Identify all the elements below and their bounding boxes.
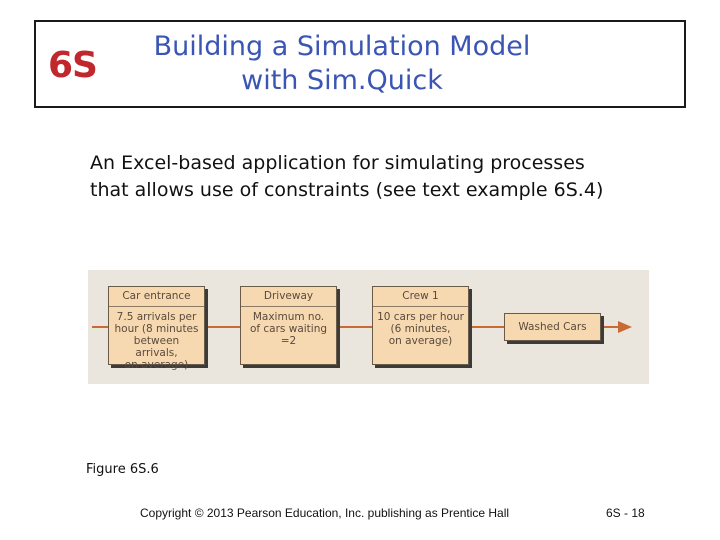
crew-line: (6 minutes,	[390, 323, 451, 335]
crew-desc: 10 cars per hour (6 minutes, on average)	[373, 307, 468, 347]
title-line-1: Building a Simulation Model	[153, 31, 531, 62]
driveway-title: Driveway	[241, 287, 336, 307]
driveway-box: Driveway Maximum no. of cars waiting =2	[240, 286, 337, 365]
slide-header: 6S Building a Simulation Model with Sim.…	[34, 20, 686, 108]
crew-line: on average)	[388, 335, 453, 347]
body-line-2: that allows use of constraints (see text…	[90, 179, 604, 201]
crew-line: 10 cars per hour	[377, 311, 464, 323]
title-line-2: with Sim.Quick	[241, 65, 443, 96]
body-text: An Excel-based application for simulatin…	[90, 150, 650, 204]
crew-box: Crew 1 10 cars per hour (6 minutes, on a…	[372, 286, 469, 365]
car-entrance-line: 7.5 arrivals per	[116, 311, 197, 323]
car-entrance-line: between arrivals,	[133, 335, 180, 359]
driveway-line: of cars waiting	[249, 323, 328, 335]
washed-cars-box: Washed Cars	[504, 313, 601, 341]
slide-title: Building a Simulation Model with Sim.Qui…	[132, 30, 552, 98]
crew-title: Crew 1	[373, 287, 468, 307]
flow-arrow-head	[618, 321, 632, 333]
flow-arrow-line	[92, 326, 622, 328]
car-entrance-desc: 7.5 arrivals per hour (8 minutes between…	[109, 307, 204, 371]
washed-cars-title: Washed Cars	[518, 321, 587, 333]
car-entrance-line: hour (8 minutes	[114, 323, 199, 335]
driveway-line: Maximum no.	[252, 311, 325, 323]
chapter-badge: 6S	[48, 45, 98, 86]
process-flow-figure: Car entrance 7.5 arrivals per hour (8 mi…	[88, 270, 649, 384]
body-line-1: An Excel-based application for simulatin…	[90, 152, 585, 174]
copyright-footer: Copyright © 2013 Pearson Education, Inc.…	[140, 506, 510, 520]
car-entrance-line: on average)	[124, 359, 189, 371]
driveway-line: =2	[280, 335, 297, 347]
driveway-desc: Maximum no. of cars waiting =2	[241, 307, 336, 347]
figure-caption: Figure 6S.6	[86, 462, 159, 477]
page-number: 6S - 18	[606, 506, 645, 520]
car-entrance-box: Car entrance 7.5 arrivals per hour (8 mi…	[108, 286, 205, 371]
car-entrance-title: Car entrance	[109, 287, 204, 307]
